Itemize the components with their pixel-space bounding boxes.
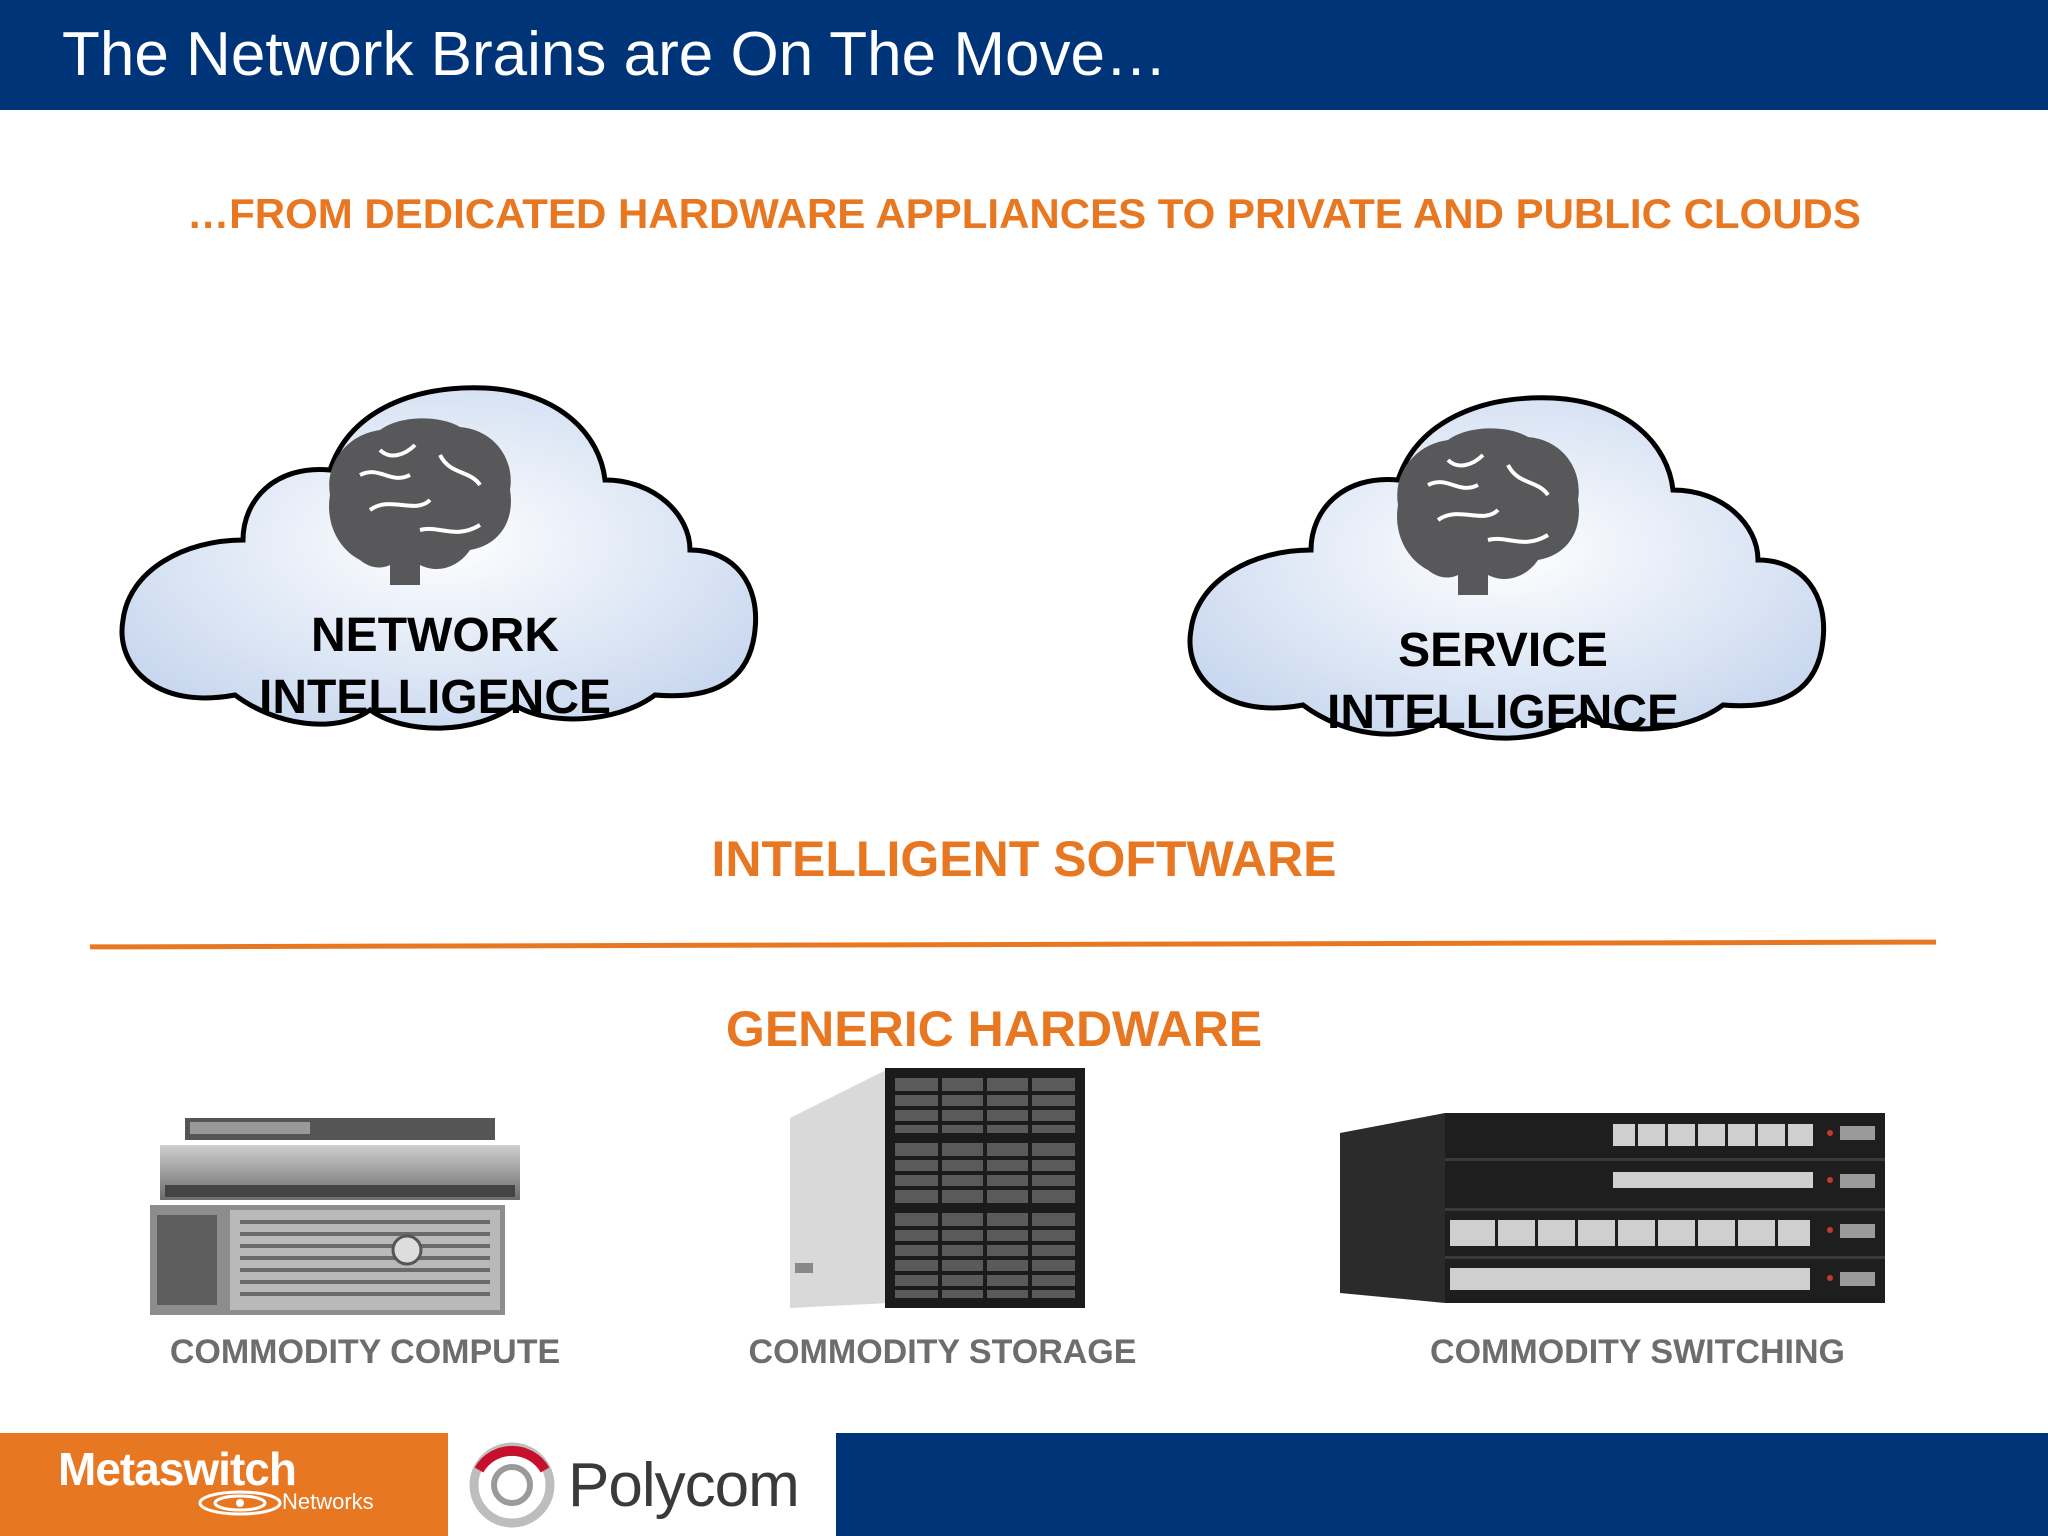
switching-label: COMMODITY SWITCHING <box>1430 1333 1845 1371</box>
cloud-label-line2: INTELLIGENCE <box>1326 686 1679 739</box>
server-stack-icon <box>150 1118 520 1315</box>
metaswitch-logo: Metaswitch <box>58 1443 297 1495</box>
brain-icon <box>1397 428 1579 595</box>
compute-image <box>145 1110 525 1325</box>
metaswitch-logo-sub: Networks <box>282 1489 374 1514</box>
network-intelligence-cloud: NETWORK INTELLIGENCE <box>115 380 765 750</box>
software-heading: INTELLIGENT SOFTWARE <box>711 831 1337 887</box>
cloud-label-line1: SERVICE <box>1398 624 1608 677</box>
title-bar: The Network Brains are On The Move… <box>0 0 2048 110</box>
slide-subtitle: …FROM DEDICATED HARDWARE APPLIANCES TO P… <box>187 190 1861 237</box>
compute-label: COMMODITY COMPUTE <box>169 1333 561 1371</box>
hardware-heading: GENERIC HARDWARE <box>725 1001 1263 1057</box>
polycom-logo: Polycom <box>568 1451 800 1520</box>
cloud-label-line2: INTELLIGENCE <box>258 671 611 724</box>
wave-icon <box>198 1490 282 1516</box>
storage-array-icon <box>790 1068 1085 1308</box>
storage-label: COMMODITY STORAGE <box>748 1333 1137 1371</box>
cloud-label: SERVICE INTELLIGENCE <box>1313 620 1693 744</box>
slide-title: The Network Brains are On The Move… <box>62 20 1167 89</box>
footer-blue-band <box>836 1433 2048 1536</box>
cloud-label-line1: NETWORK <box>311 609 559 662</box>
network-switch-icon <box>1340 1113 1885 1303</box>
storage-image <box>780 1068 1100 1323</box>
footer-orange-band <box>0 1433 448 1536</box>
service-intelligence-cloud: SERVICE INTELLIGENCE <box>1183 390 1833 760</box>
cloud-label: NETWORK INTELLIGENCE <box>245 605 625 729</box>
divider-line <box>89 939 1937 950</box>
polycom-logo-icon <box>469 1442 555 1528</box>
brain-icon <box>329 418 511 585</box>
switching-image <box>1335 1108 1895 1313</box>
